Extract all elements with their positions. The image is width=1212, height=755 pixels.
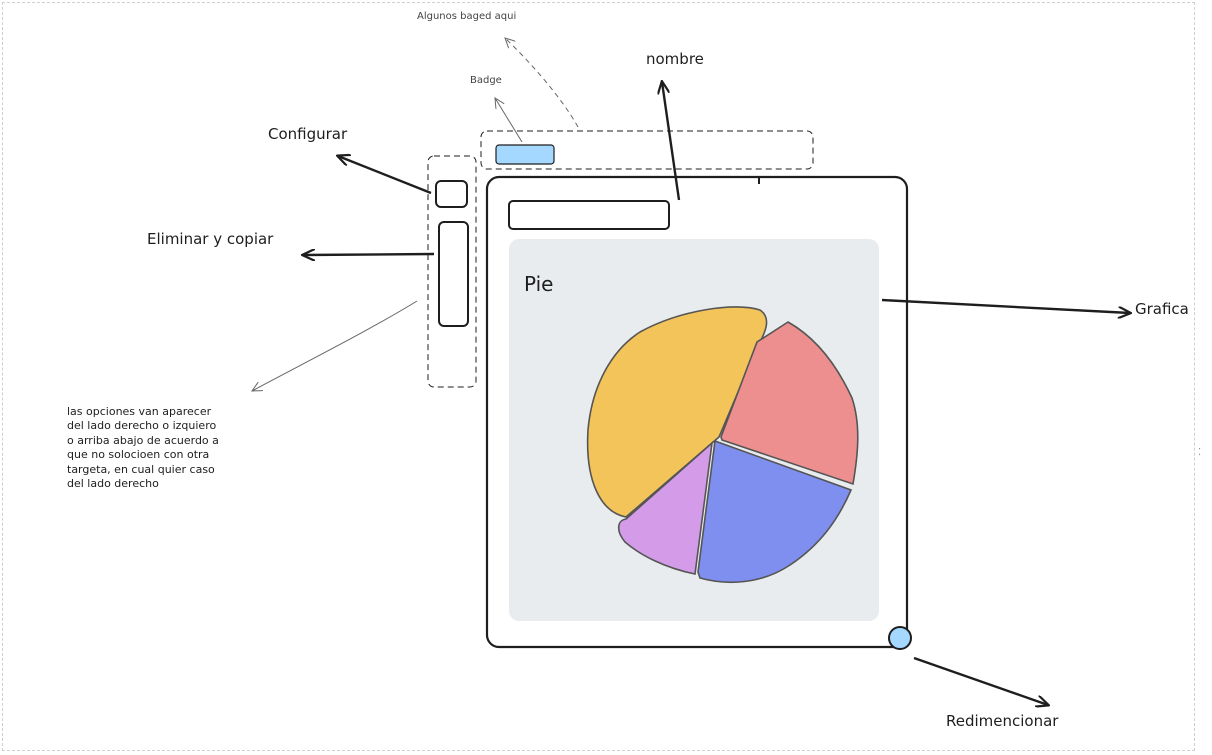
tiny-marker-icon: ⁚ (1198, 447, 1202, 458)
pie-slice-red (720, 321, 859, 486)
options-column (427, 155, 477, 388)
badges-container (480, 130, 814, 170)
pie-slice-purple (617, 440, 714, 575)
chart-title: Pie (524, 272, 554, 296)
pie-slice-yellow (586, 306, 768, 518)
resize-handle[interactable] (888, 626, 912, 650)
options-note: las opciones van aparecer del lado derec… (67, 405, 219, 491)
canvas-frame (2, 2, 1195, 751)
arrow-to-configurar (338, 156, 432, 195)
badge[interactable] (495, 144, 555, 165)
arrow-to-options-note (252, 300, 418, 391)
badges-note-label: Algunos baged aqui (417, 11, 517, 22)
name-field[interactable] (508, 200, 670, 230)
delete-copy-button[interactable] (438, 221, 469, 327)
arrow-to-nombre (662, 82, 681, 201)
configurar-label: Configurar (268, 125, 348, 143)
grafica-label: Grafica (1135, 300, 1189, 318)
configure-button[interactable] (435, 180, 468, 208)
nombre-label: nombre (646, 50, 704, 68)
arrow-to-redimensionar (913, 656, 1048, 705)
badge-label: Badge (470, 75, 502, 86)
arrow-to-eliminar-copiar (303, 254, 435, 255)
eliminar-copiar-label: Eliminar y copiar (147, 230, 274, 248)
pie-slice-blue (697, 439, 853, 584)
arrow-to-badges-note (505, 38, 579, 128)
arrow-to-grafica (881, 298, 1130, 313)
arrow-to-badge-label (495, 98, 523, 143)
redimensionar-label: Redimencionar (946, 712, 1059, 730)
